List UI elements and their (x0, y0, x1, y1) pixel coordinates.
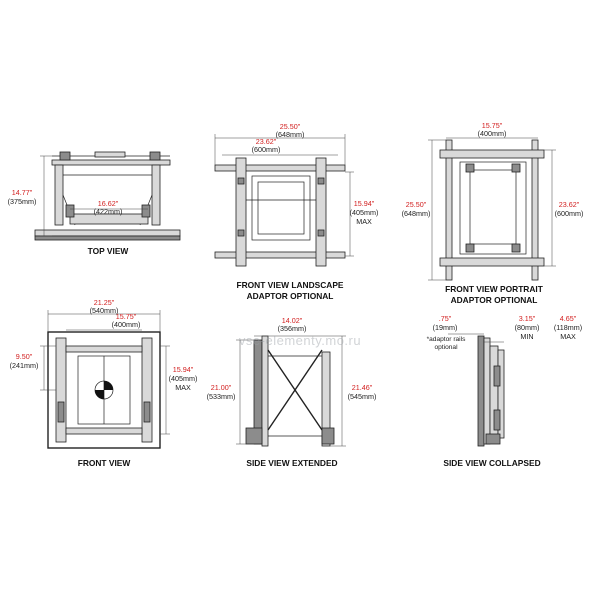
extended-depth-mm: (356mm) (278, 324, 307, 333)
front-inner-in: 15.75" (116, 312, 137, 321)
front-view: 21.25" (540mm) 15.75" (400mm) 9.50" (241… (10, 298, 198, 468)
landscape-outer-mm: (648mm) (276, 130, 305, 139)
extended-right-mm: (545mm) (348, 392, 377, 401)
landscape-height-mm: (405mm) (350, 208, 379, 217)
front-right-note: MAX (175, 383, 191, 392)
portrait-caption-2: ADAPTOR OPTIONAL (451, 295, 538, 305)
top-view-height-in: 14.77" (12, 188, 33, 197)
side-view-extended: 14.02" (356mm) 21.00" (533mm) 21.46" (54… (207, 316, 377, 468)
landscape-caption-2: ADAPTOR OPTIONAL (247, 291, 334, 301)
collapsed-a-in: .75" (439, 314, 452, 323)
collapsed-c-in: 4.65" (560, 314, 577, 323)
watermark-text: vse-elementy.mo.ru (239, 333, 361, 348)
portrait-left-mm: (648mm) (402, 209, 431, 218)
landscape-outer-in: 25.50" (280, 122, 301, 131)
top-view-height-mm: (375mm) (8, 197, 37, 206)
portrait-right-mm: (600mm) (555, 209, 584, 218)
front-view-landscape: 25.50" (648mm) 23.62" (600mm) 15.94" (40… (214, 122, 379, 301)
top-view: 14.77" (375mm) 16.62" (422mm) TOP VIEW (8, 151, 181, 256)
front-view-portrait: 15.75" (400mm) 25.50" (648mm) 23.62" (60… (402, 121, 584, 305)
extended-depth-in: 14.02" (282, 316, 303, 325)
extended-left-in: 21.00" (211, 383, 232, 392)
collapsed-b-in: 3.15" (519, 314, 536, 323)
top-view-width-mm: (422mm) (94, 207, 123, 216)
front-outer-in: 21.25" (94, 298, 115, 307)
portrait-left-in: 25.50" (406, 200, 427, 209)
front-right-mm: (405mm) (169, 374, 198, 383)
front-left-in: 9.50" (16, 352, 33, 361)
collapsed-c-note: MAX (560, 332, 576, 341)
landscape-inner-in: 23.62" (256, 137, 277, 146)
front-right-in: 15.94" (173, 365, 194, 374)
front-caption: FRONT VIEW (78, 458, 131, 468)
landscape-height-in: 15.94" (354, 199, 375, 208)
extended-caption: SIDE VIEW EXTENDED (246, 458, 337, 468)
collapsed-c-mm: (118mm) (554, 323, 582, 332)
extended-right-in: 21.46" (352, 383, 373, 392)
side-view-collapsed: .75" (19mm) *adaptor rails optional 3.15… (427, 314, 583, 468)
collapsed-a-note-2: optional (434, 344, 458, 351)
portrait-width-mm: (400mm) (478, 129, 507, 138)
top-view-width-in: 16.62" (98, 199, 119, 208)
front-outer-mm: (540mm) (90, 306, 119, 315)
landscape-inner-mm: (600mm) (252, 145, 281, 154)
landscape-height-note: MAX (356, 217, 372, 226)
extended-left-mm: (533mm) (207, 392, 236, 401)
collapsed-b-note: MIN (520, 332, 533, 341)
collapsed-caption: SIDE VIEW COLLAPSED (443, 458, 540, 468)
front-inner-mm: (400mm) (112, 320, 141, 329)
portrait-right-in: 23.62" (559, 200, 580, 209)
collapsed-b-mm: (80mm) (515, 323, 540, 332)
landscape-caption-1: FRONT VIEW LANDSCAPE (236, 280, 343, 290)
front-left-mm: (241mm) (10, 361, 39, 370)
collapsed-a-mm: (19mm) (433, 323, 458, 332)
portrait-width-in: 15.75" (482, 121, 503, 130)
portrait-caption-1: FRONT VIEW PORTRAIT (445, 284, 544, 294)
collapsed-a-note-1: *adaptor rails (427, 336, 467, 343)
top-view-caption: TOP VIEW (88, 246, 129, 256)
